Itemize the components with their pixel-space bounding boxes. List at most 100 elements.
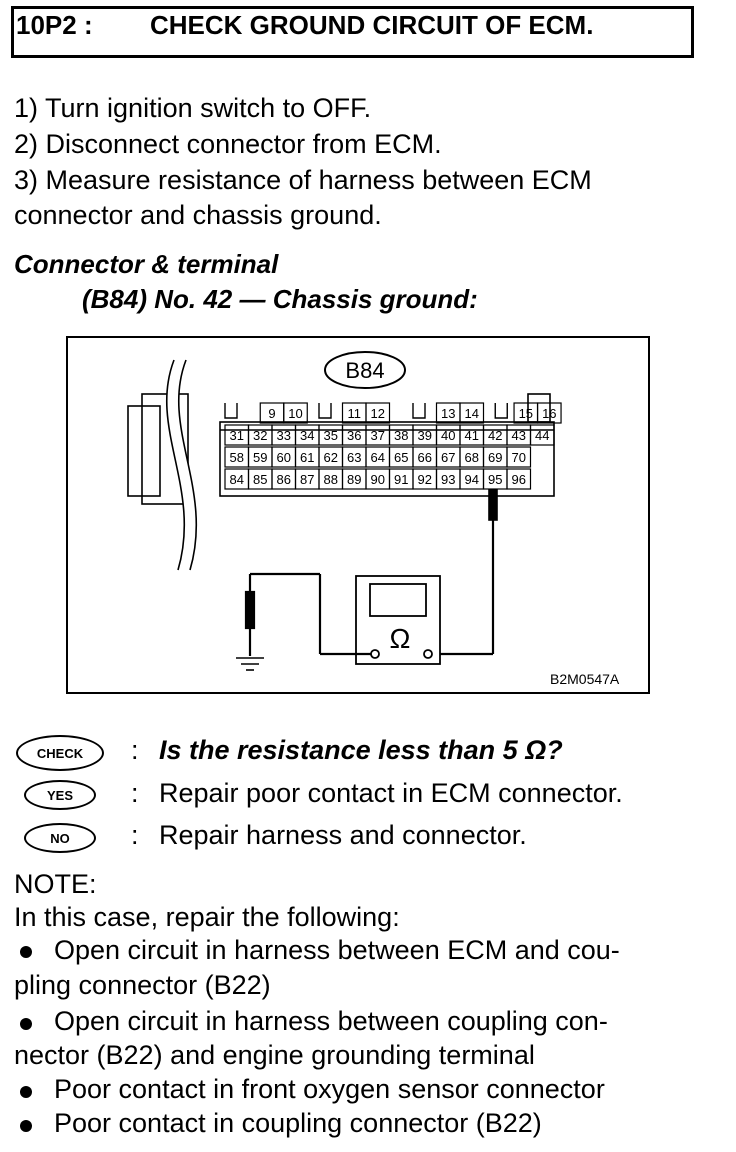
terminal-14: 14 [465, 406, 479, 421]
connector-spec: (B84) No. 42 — Chassis ground: [82, 284, 478, 314]
terminal-92: 92 [418, 472, 432, 487]
step-3: 3) Measure resistance of harness between… [14, 165, 592, 195]
note-intro: In this case, repair the following: [14, 902, 400, 932]
note-item-2-line-2: nector (B22) and engine grounding termin… [14, 1040, 535, 1070]
connector-key-notch [412, 403, 426, 419]
terminal-cell [283, 402, 308, 424]
terminal-33: 33 [277, 428, 291, 443]
title-box [11, 6, 694, 58]
terminal-66: 66 [418, 450, 432, 465]
no-action: Repair harness and connector. [159, 820, 527, 850]
terminal-70: 70 [512, 450, 526, 465]
yes-badge: YES [24, 780, 96, 810]
connector-key-notch [494, 403, 508, 419]
terminal-12: 12 [371, 406, 385, 421]
note-item-3: Poor contact in front oxygen sensor conn… [54, 1074, 605, 1104]
note-item-1-line-2: pling connector (B22) [14, 970, 271, 1000]
terminal-69: 69 [488, 450, 502, 465]
terminal-cell [506, 468, 532, 490]
probe-terminal-42 [440, 489, 498, 656]
terminal-91: 91 [394, 472, 408, 487]
procedure-code: 10P2 : [16, 10, 93, 40]
terminal-89: 89 [347, 472, 361, 487]
step-1: 1) Turn ignition switch to OFF. [14, 93, 372, 123]
terminal-63: 63 [347, 450, 361, 465]
terminal-62: 62 [324, 450, 338, 465]
check-colon: : [131, 735, 139, 765]
connector-label-oval [324, 351, 406, 389]
terminal-15: 15 [519, 406, 533, 421]
terminal-59: 59 [253, 450, 267, 465]
terminal-cell [536, 402, 562, 424]
terminal-35: 35 [324, 428, 338, 443]
step-2: 2) Disconnect connector from ECM. [14, 129, 442, 159]
terminal-58: 58 [230, 450, 244, 465]
terminal-87: 87 [300, 472, 314, 487]
terminal-cell [529, 424, 555, 446]
terminal-cell [365, 402, 391, 424]
terminal-94: 94 [465, 472, 479, 487]
terminal-cell [506, 446, 532, 468]
harness-cut-line [165, 359, 186, 571]
terminal-9: 9 [268, 406, 275, 421]
note-heading: NOTE: [14, 869, 97, 899]
check-question: Is the resistance less than 5 Ω? [159, 735, 563, 765]
terminal-cell [459, 402, 485, 424]
ground-lead [244, 572, 371, 656]
procedure-title: CHECK GROUND CIRCUIT OF ECM. [150, 10, 594, 40]
terminal-10: 10 [288, 406, 302, 421]
terminal-40: 40 [441, 428, 455, 443]
terminal-60: 60 [277, 450, 291, 465]
terminal-64: 64 [371, 450, 385, 465]
terminal-31: 31 [230, 428, 244, 443]
terminal-11: 11 [348, 406, 362, 421]
terminal-88: 88 [324, 472, 338, 487]
terminal-16: 16 [542, 406, 556, 421]
chassis-ground-icon [236, 657, 264, 671]
connector-key-notch [224, 403, 238, 419]
terminal-44: 44 [535, 428, 549, 443]
check-badge: CHECK [16, 735, 104, 771]
bullet-icon [20, 1120, 32, 1132]
connector-heading: Connector & terminal [14, 249, 279, 279]
ohm-symbol: Ω [390, 623, 411, 654]
terminal-84: 84 [230, 472, 244, 487]
bullet-icon [20, 946, 32, 958]
note-item-1-line-1: Open circuit in harness between ECM and … [54, 935, 620, 965]
no-badge: NO [24, 823, 96, 853]
terminal-90: 90 [371, 472, 385, 487]
terminal-41: 41 [465, 428, 479, 443]
terminal-67: 67 [441, 450, 455, 465]
connector-label: B84 [345, 358, 384, 383]
connector-key-notch [318, 403, 332, 419]
terminal-38: 38 [394, 428, 408, 443]
terminal-43: 43 [512, 428, 526, 443]
terminal-65: 65 [394, 450, 408, 465]
terminal-61: 61 [300, 450, 314, 465]
no-colon: : [131, 820, 139, 850]
terminal-32: 32 [253, 428, 267, 443]
yes-action: Repair poor contact in ECM connector. [159, 778, 623, 808]
figure-code: B2M0547A [550, 671, 620, 687]
terminal-42: 42 [488, 428, 502, 443]
terminal-36: 36 [347, 428, 361, 443]
step-3-continued: connector and chassis ground. [14, 200, 382, 230]
ohmmeter [355, 575, 441, 665]
note-item-4: Poor contact in coupling connector (B22) [54, 1108, 542, 1138]
terminal-96: 96 [512, 472, 526, 487]
terminal-95: 95 [488, 472, 502, 487]
terminal-13: 13 [441, 406, 455, 421]
terminal-68: 68 [465, 450, 479, 465]
yes-colon: : [131, 778, 139, 808]
terminal-34: 34 [300, 428, 314, 443]
terminal-37: 37 [371, 428, 385, 443]
note-item-2-line-1: Open circuit in harness between coupling… [54, 1006, 608, 1036]
terminal-85: 85 [253, 472, 267, 487]
bullet-icon [20, 1086, 32, 1098]
terminal-86: 86 [277, 472, 291, 487]
terminal-93: 93 [441, 472, 455, 487]
ecm-connector-body [127, 393, 555, 505]
